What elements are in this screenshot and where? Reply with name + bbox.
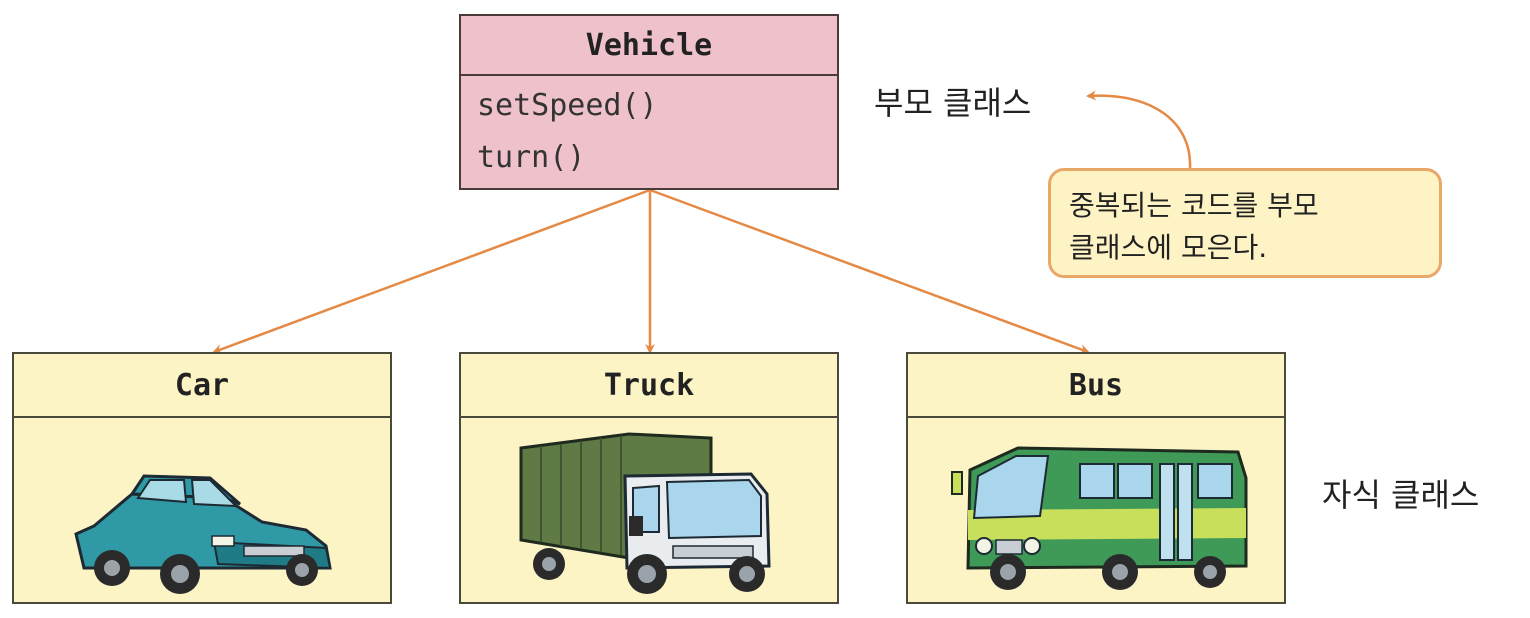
- bus-illustration: [951, 446, 1248, 590]
- callout-arrow: [1086, 90, 1192, 169]
- arrow-to-bus: [649, 188, 1090, 354]
- parent-method-list: setSpeed() turn(): [461, 76, 837, 184]
- note-callout: 중복되는 코드를 부모 클래스에 모은다.: [1048, 168, 1442, 278]
- callout-line: 클래스에 모은다.: [1069, 231, 1268, 264]
- parent-class-box: Vehicle setSpeed() turn(): [459, 14, 839, 190]
- parent-class-name: Vehicle: [461, 16, 837, 76]
- callout-line: 중복되는 코드를 부모: [1069, 189, 1319, 222]
- method-item: turn(): [477, 140, 586, 175]
- child-class-name: Truck: [461, 354, 837, 418]
- arrow-to-car: [212, 188, 651, 354]
- truck-illustration: [519, 432, 771, 594]
- method-item: setSpeed(): [477, 88, 658, 123]
- child-class-bus: Bus: [906, 352, 1286, 604]
- child-class-name: Bus: [908, 354, 1284, 418]
- child-class-label: 자식 클래스: [1322, 476, 1480, 514]
- parent-class-label: 부모 클래스: [874, 84, 1032, 122]
- child-class-name: Car: [14, 354, 390, 418]
- car-illustration: [74, 474, 332, 594]
- child-class-car: Car: [12, 352, 392, 604]
- child-class-truck: Truck: [459, 352, 839, 604]
